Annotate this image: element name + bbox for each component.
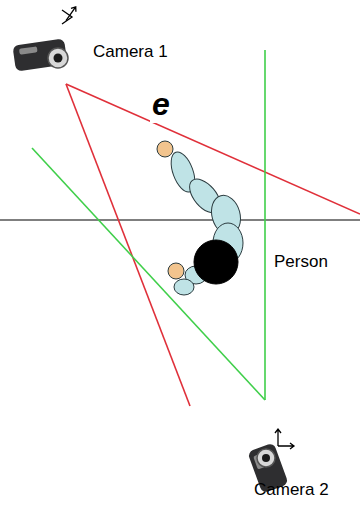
camera-2-view (32, 50, 265, 400)
person-figure (157, 141, 245, 295)
camera-1-view (66, 84, 360, 406)
camera-label: Camera 2 (254, 480, 329, 500)
camera-label: Camera 1 (93, 42, 168, 62)
camera-icon (12, 5, 78, 71)
ground-line (0, 219, 360, 220)
person-label: Person (272, 252, 330, 272)
partial-heading: e (150, 86, 172, 123)
